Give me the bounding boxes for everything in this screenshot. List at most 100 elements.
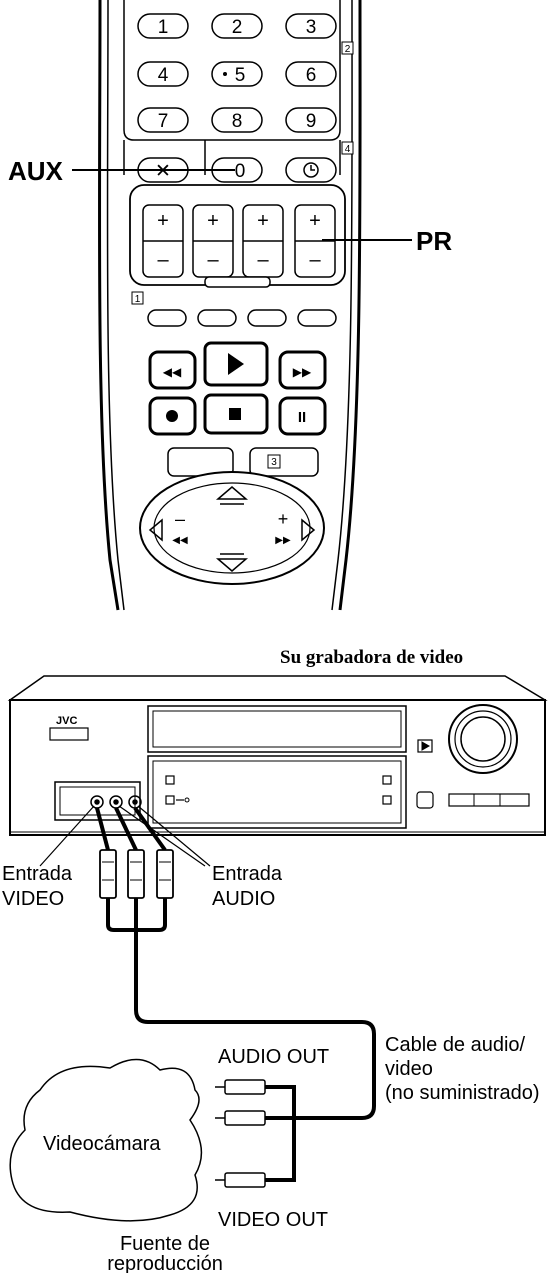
color-key-3[interactable]	[247, 309, 287, 327]
page-marker-4: 4	[341, 141, 354, 155]
svg-text:+: +	[257, 210, 269, 232]
svg-text:3: 3	[271, 457, 277, 468]
svg-text:▶▶: ▶▶	[275, 535, 291, 546]
pause-button[interactable]: II	[278, 396, 327, 436]
jack-pointers	[39, 805, 211, 867]
pr-callout: PR	[322, 226, 452, 256]
record-icon	[166, 410, 178, 422]
svg-text:AUDIO: AUDIO	[212, 888, 275, 910]
timer-key[interactable]	[285, 157, 337, 183]
key-1[interactable]: 1	[137, 13, 189, 39]
svg-text:–: –	[257, 249, 269, 271]
svg-text:+: +	[157, 210, 169, 232]
svg-text:VIDEO: VIDEO	[2, 888, 64, 910]
svg-text:AUX: AUX	[8, 156, 64, 186]
key-6[interactable]: 6	[285, 61, 337, 87]
pr-block-bar	[204, 276, 271, 288]
stop-icon	[229, 408, 241, 420]
input-audio-label: Entrada AUDIO	[212, 863, 283, 910]
svg-text:Cable de audio/: Cable de audio/	[385, 1034, 526, 1056]
svg-text:8: 8	[232, 111, 243, 132]
svg-text:–: –	[207, 249, 219, 271]
svg-text:4: 4	[345, 144, 351, 155]
vcr-brand-logo: JVC	[56, 715, 77, 727]
camcorder-label: Videocámara	[43, 1133, 161, 1155]
up-arrow-icon	[215, 486, 249, 505]
aux-callout: AUX	[8, 156, 235, 186]
color-key-2[interactable]	[197, 309, 237, 327]
video-out-label: VIDEO OUT	[218, 1209, 328, 1231]
svg-text:◀◀: ◀◀	[163, 365, 182, 379]
vcr-title: Su grabadora de video	[280, 647, 463, 668]
svg-text:+: +	[207, 210, 219, 232]
key-7[interactable]: 7	[137, 107, 189, 133]
audio-out-label: AUDIO OUT	[218, 1046, 329, 1068]
pr-key-1[interactable]	[142, 204, 184, 278]
color-keys	[147, 309, 337, 327]
svg-text:+: +	[309, 210, 321, 232]
svg-text:4: 4	[158, 65, 169, 86]
svg-text:–: –	[157, 249, 169, 271]
rewind-button[interactable]: ◀◀	[148, 350, 197, 390]
svg-text:video: video	[385, 1058, 433, 1080]
svg-text:PR: PR	[416, 226, 452, 256]
svg-text:1: 1	[135, 294, 141, 305]
svg-text:2: 2	[345, 44, 351, 55]
pr-key-signs: + – + – + – + –	[157, 210, 321, 271]
camcorder-plugs	[215, 1079, 280, 1188]
svg-text:–: –	[175, 509, 185, 529]
input-jacks	[90, 795, 142, 809]
svg-text:(no suministrado): (no suministrado)	[385, 1082, 540, 1104]
svg-text:6: 6	[306, 65, 317, 86]
svg-text:5: 5	[235, 65, 246, 86]
svg-text:9: 9	[306, 111, 317, 132]
stop-button[interactable]	[203, 393, 269, 435]
fast-forward-button[interactable]: ▶▶	[278, 350, 327, 390]
color-key-4[interactable]	[297, 309, 337, 327]
record-button[interactable]	[148, 396, 197, 436]
color-key-1[interactable]	[147, 309, 187, 327]
svg-text:+: +	[278, 509, 289, 529]
navigation-pad[interactable]: – ◀◀ + ▶▶	[139, 471, 325, 585]
remote-control	[97, 0, 362, 611]
svg-text:Entrada: Entrada	[2, 863, 73, 885]
play-button[interactable]	[203, 341, 269, 387]
rca-plugs	[95, 806, 174, 899]
key-9[interactable]: 9	[285, 107, 337, 133]
av-cable	[106, 898, 376, 1182]
key-8[interactable]: 8	[211, 107, 263, 133]
pr-keys	[142, 204, 336, 278]
svg-text:Entrada: Entrada	[212, 863, 283, 885]
cable-label: Cable de audio/ video (no suministrado)	[385, 1034, 540, 1104]
svg-text:0: 0	[235, 161, 246, 182]
key-4[interactable]: 4	[137, 61, 189, 87]
page-marker-1: 1	[131, 291, 144, 305]
input-video-label: Entrada VIDEO	[2, 863, 73, 910]
svg-text:–: –	[309, 249, 321, 271]
svg-text:reproducción: reproducción	[107, 1253, 223, 1273]
vcr-body	[7, 675, 548, 836]
svg-text:✕: ✕	[155, 161, 171, 182]
wide-button-right[interactable]	[249, 447, 319, 477]
svg-text:▶▶: ▶▶	[293, 365, 312, 379]
svg-text:Fuente de: Fuente de	[120, 1233, 210, 1255]
right-arrow-icon	[301, 518, 316, 542]
svg-text:2: 2	[232, 17, 243, 38]
play-icon	[228, 353, 244, 375]
camcorder-outline	[9, 1058, 203, 1222]
svg-text:7: 7	[158, 111, 169, 132]
down-arrow-icon	[215, 553, 249, 572]
number-keys: 1 2 3 4 5 6 7 8	[137, 13, 337, 133]
pause-icon: II	[298, 409, 306, 426]
pr-key-2[interactable]	[192, 204, 234, 278]
svg-text:◀◀: ◀◀	[172, 535, 188, 546]
page-marker-2: 2	[341, 41, 354, 55]
svg-text:1: 1	[158, 17, 169, 38]
page-marker-3: 3	[267, 454, 281, 469]
key-3[interactable]: 3	[285, 13, 337, 39]
clock-icon	[303, 162, 319, 178]
key-5[interactable]: 5	[211, 61, 263, 87]
key-2[interactable]: 2	[211, 13, 263, 39]
playback-source-label: Fuente de reproducción	[107, 1233, 223, 1275]
